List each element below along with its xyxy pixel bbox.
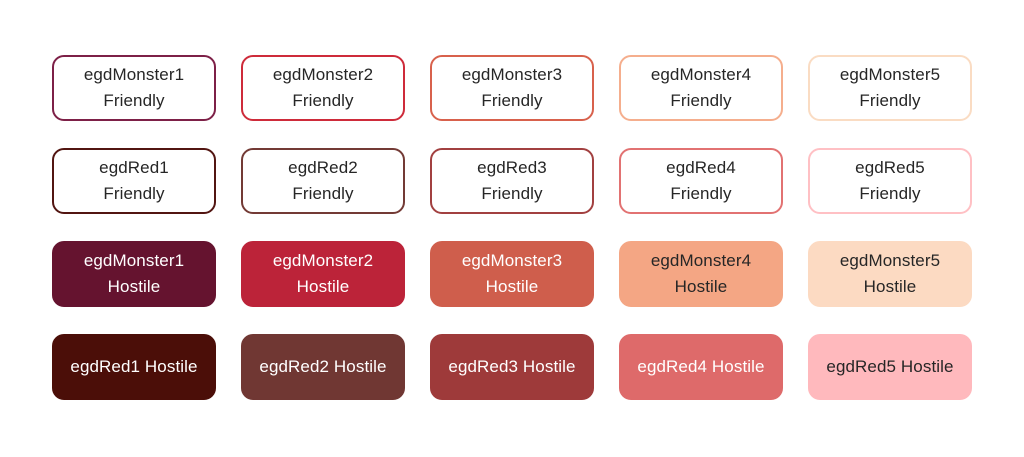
card-label: Friendly: [670, 184, 732, 203]
card-label: egdMonster4: [650, 251, 752, 270]
card-label: egdMonster5: [839, 65, 941, 84]
card-label: egdRed2: [288, 158, 358, 177]
card-label: Friendly: [103, 184, 165, 203]
card-label: Hostile: [863, 277, 917, 296]
card-label: Hostile: [485, 277, 539, 296]
card-label: egdRed4: [666, 158, 736, 177]
card-label: egdMonster5: [839, 251, 941, 270]
card-label: Friendly: [481, 184, 543, 203]
card-label: egdMonster1: [83, 65, 185, 84]
card-label: Friendly: [292, 184, 354, 203]
card-label: egdRed4 Hostile: [637, 357, 765, 376]
card-egdred4-hostile: egdRed4 Hostile: [619, 334, 783, 400]
card-label: Friendly: [103, 91, 165, 110]
card-egdred3-hostile: egdRed3 Hostile: [430, 334, 594, 400]
card-label: egdMonster1: [83, 251, 185, 270]
card-label: Hostile: [674, 277, 728, 296]
card-label: egdRed5: [855, 158, 925, 177]
card-label: Hostile: [296, 277, 350, 296]
card-label: egdMonster2: [272, 65, 374, 84]
card-label: Hostile: [107, 277, 161, 296]
card-label: egdRed3: [477, 158, 547, 177]
card-label: egdRed1: [99, 158, 169, 177]
card-egdred1-hostile: egdRed1 Hostile: [52, 334, 216, 400]
card-label: Friendly: [670, 91, 732, 110]
card-label: egdRed3 Hostile: [448, 357, 576, 376]
card-egdred5-hostile: egdRed5 Hostile: [808, 334, 972, 400]
card-label: Friendly: [859, 184, 921, 203]
card-label: egdRed5 Hostile: [826, 357, 954, 376]
card-label: Friendly: [859, 91, 921, 110]
card-egdred2-hostile: egdRed2 Hostile: [241, 334, 405, 400]
card-label: egdRed1 Hostile: [70, 357, 198, 376]
card-label: egdRed2 Hostile: [259, 357, 387, 376]
card-label: egdMonster3: [461, 251, 563, 270]
card-label: egdMonster3: [461, 65, 563, 84]
card-label: egdMonster2: [272, 251, 374, 270]
card-label: Friendly: [481, 91, 543, 110]
card-label: Friendly: [292, 91, 354, 110]
card-label: egdMonster4: [650, 65, 752, 84]
